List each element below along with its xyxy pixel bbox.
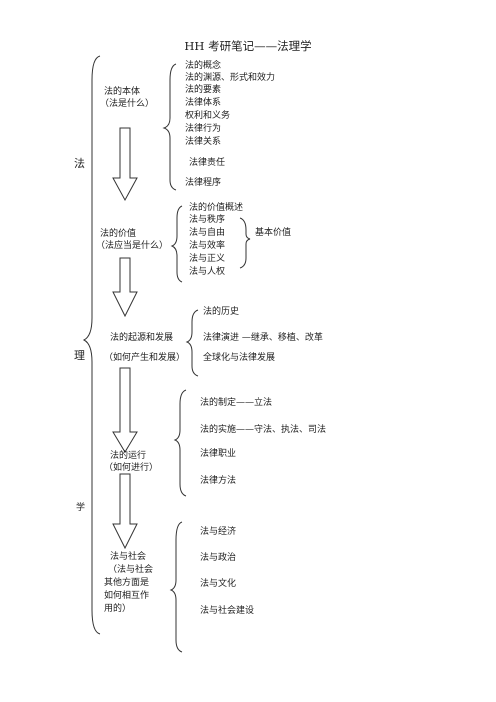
section-1-item: 法律程序 [185, 178, 222, 188]
section-2-label: 法的价值 [100, 229, 137, 239]
section-4-item: 法律职业 [200, 449, 237, 459]
section-1-item: 法的概念 [185, 61, 222, 71]
side-char-fa: 法 [74, 157, 85, 170]
section-4-item: 法的制定——立法 [200, 398, 273, 408]
section-4-item: 法律方法 [200, 476, 237, 486]
section-3-sublabel: （如何产生和发展） [104, 353, 186, 363]
page-title: HH 考研笔记——法理学 [184, 39, 312, 53]
main-brace [82, 55, 101, 635]
arrow-3 [112, 367, 138, 453]
basic-value-label: 基本价值 [255, 228, 292, 238]
section-1-item: 法律关系 [185, 137, 222, 147]
section-3-item: 全球化与法律发展 [203, 353, 276, 363]
brace-section-3 [185, 309, 199, 377]
section-1-item: 法律体系 [185, 98, 222, 108]
side-char-li: 理 [74, 349, 85, 362]
section-2-sublabel: （法应当是什么） [96, 241, 169, 251]
section-5-item: 法与文化 [200, 579, 237, 589]
brace-basic-value [239, 217, 251, 269]
section-2-item: 法与秩序 [189, 215, 226, 225]
section-4-label: 法的运行 [110, 451, 147, 461]
section-5-sublabel: 其他方面是 [104, 578, 150, 588]
brace-section-1 [162, 63, 177, 191]
section-5-item: 法与经济 [200, 527, 237, 537]
section-5-item: 法与社会建设 [200, 606, 255, 616]
brace-section-4 [173, 389, 187, 497]
section-1-item: 法律行为 [185, 124, 222, 134]
brace-section-5 [169, 521, 183, 653]
arrow-2 [112, 257, 138, 318]
section-2-item: 法与正义 [189, 254, 226, 264]
section-3-label: 法的起源和发展 [110, 333, 174, 343]
section-1-item: 法的渊源、形式和效力 [185, 73, 276, 83]
section-3-item: 法的历史 [203, 307, 240, 317]
section-1-item: 法的要素 [185, 85, 222, 95]
section-2-item: 法的价值概述 [189, 203, 244, 213]
section-4-item: 法的实施——守法、执法、司法 [200, 425, 327, 435]
arrow-4 [112, 473, 138, 550]
section-5-sublabel: 用的） [104, 604, 132, 614]
brace-section-2 [170, 205, 183, 283]
section-2-item: 法与效率 [189, 241, 226, 251]
section-4-sublabel: （如何进行） [104, 463, 159, 473]
section-2-item: 法与人权 [189, 267, 226, 277]
section-3-item: 法律演进 —继承、移植、改革 [203, 333, 323, 343]
section-1-item: 法律责任 [189, 158, 226, 168]
section-5-item: 法与政治 [200, 553, 237, 563]
section-2-item: 法与自由 [189, 228, 226, 238]
section-5-sublabel: （法与社会 [108, 565, 154, 575]
arrow-1 [112, 127, 138, 202]
section-5-label: 法与社会 [110, 552, 147, 562]
section-1-label: 法的本体 [104, 87, 141, 97]
section-1-sublabel: （法是什么） [100, 99, 155, 109]
side-char-xue: 学 [76, 503, 86, 513]
section-1-item: 权利和义务 [185, 111, 231, 121]
section-5-sublabel: 如何相互作 [104, 591, 150, 601]
